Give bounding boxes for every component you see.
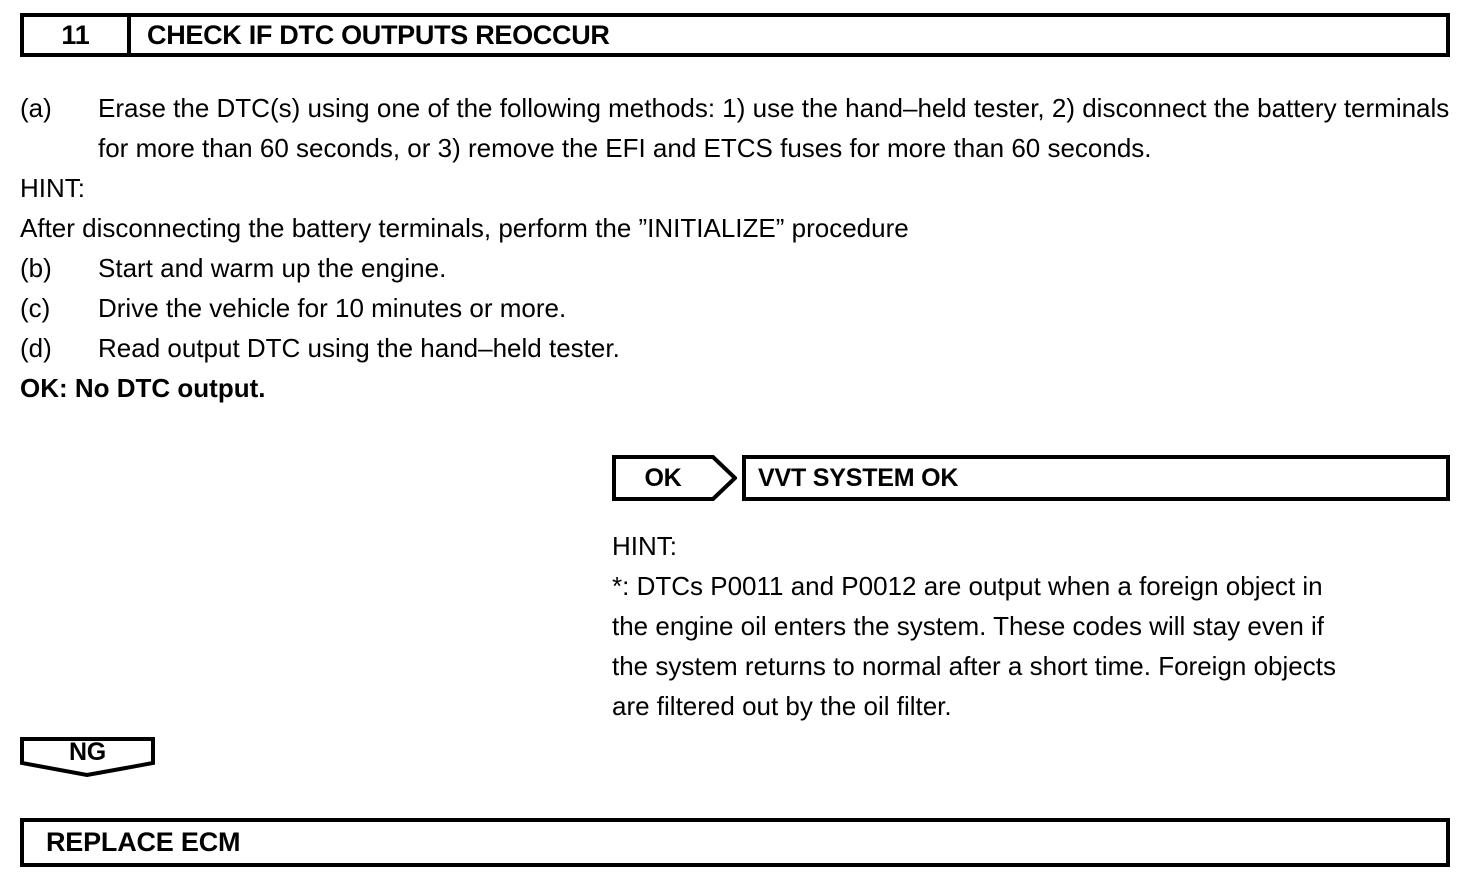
procedure-item-d-label: (d) bbox=[20, 333, 52, 363]
procedure-item-b: (b) Start and warm up the engine. bbox=[20, 248, 1452, 288]
footnote-hint-line-3: the system returns to normal after a sho… bbox=[612, 651, 1336, 681]
procedure-body: (a) Erase the DTC(s) using one of the fo… bbox=[20, 88, 1452, 408]
procedure-item-a-label: (a) bbox=[20, 93, 52, 123]
footnote-hint-line-2: the engine oil enters the system. These … bbox=[612, 611, 1325, 641]
procedure-item-b-text: Start and warm up the engine. bbox=[98, 253, 447, 283]
procedure-item-a: (a) Erase the DTC(s) using one of the fo… bbox=[20, 88, 1452, 168]
ng-tag-arrow: NG bbox=[20, 737, 155, 777]
ng-action-label: REPLACE ECM bbox=[46, 827, 241, 857]
procedure-item-d: (d) Read output DTC using the hand–held … bbox=[20, 328, 1452, 368]
ok-result-row: OK VVT SYSTEM OK bbox=[612, 455, 1452, 501]
step-number-cell: 11 bbox=[24, 17, 131, 53]
procedure-hint-label: HINT: bbox=[20, 173, 85, 203]
procedure-ok-criteria: OK: No DTC output. bbox=[20, 373, 266, 403]
step-title: CHECK IF DTC OUTPUTS REOCCUR bbox=[147, 19, 610, 50]
procedure-hint-text: After disconnecting the battery terminal… bbox=[20, 213, 909, 243]
procedure-item-a-text: Erase the DTC(s) using one of the follow… bbox=[98, 93, 1450, 163]
ng-action-box: REPLACE ECM bbox=[20, 818, 1450, 867]
procedure-item-c-label: (c) bbox=[20, 293, 51, 323]
ok-tag-arrow: OK bbox=[612, 455, 737, 501]
footnote-hint-line-4: are filtered out by the oil filter. bbox=[612, 691, 952, 721]
ok-tag-label: OK bbox=[644, 463, 682, 492]
ok-action-box: VVT SYSTEM OK bbox=[742, 455, 1450, 501]
footnote-hint-line-1: *: DTCs P0011 and P0012 are output when … bbox=[612, 571, 1323, 601]
procedure-item-d-text: Read output DTC using the hand–held test… bbox=[98, 333, 620, 363]
procedure-item-c-text: Drive the vehicle for 10 minutes or more… bbox=[98, 293, 567, 323]
footnote-hint-label: HINT: bbox=[612, 531, 677, 561]
step-header-box: 11 CHECK IF DTC OUTPUTS REOCCUR bbox=[20, 13, 1450, 57]
procedure-item-c: (c) Drive the vehicle for 10 minutes or … bbox=[20, 288, 1452, 328]
step-number: 11 bbox=[61, 19, 90, 50]
ok-action-label: VVT SYSTEM OK bbox=[758, 463, 959, 492]
procedure-item-b-label: (b) bbox=[20, 253, 52, 283]
ng-tag-label: NG bbox=[68, 738, 107, 766]
step-title-cell: CHECK IF DTC OUTPUTS REOCCUR bbox=[131, 17, 1446, 53]
footnote-hint-block: HINT: *: DTCs P0011 and P0012 are output… bbox=[612, 526, 1462, 726]
